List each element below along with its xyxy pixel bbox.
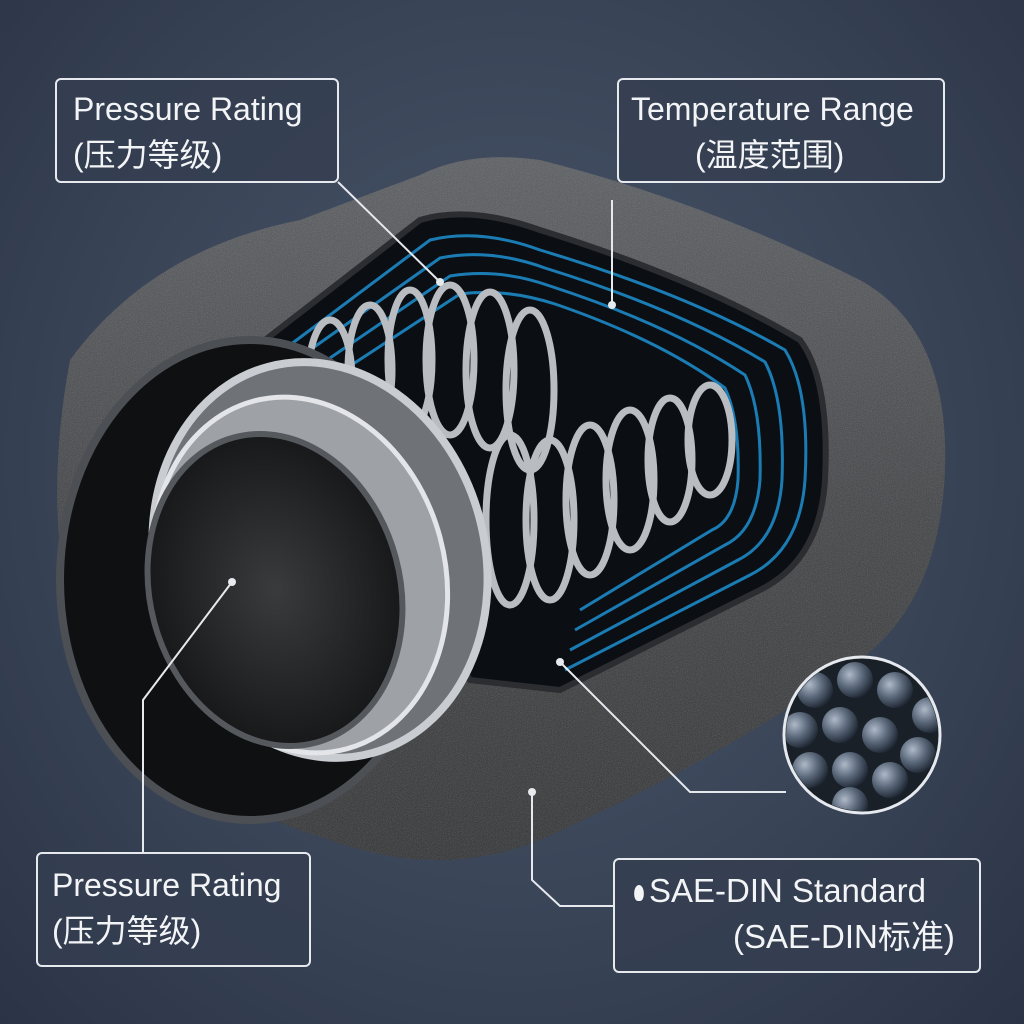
label-title: Pressure Rating <box>73 91 303 127</box>
label-subtitle: (压力等级) <box>73 137 223 173</box>
pressure-rating-label-top: Pressure Rating (压力等级) <box>55 78 339 183</box>
material-detail-circle <box>782 655 942 815</box>
metal-fitting <box>144 358 492 762</box>
label-subtitle: (SAE-DIN标准) <box>733 918 955 955</box>
reinforcement-layers <box>289 234 808 672</box>
label-subtitle: (温度范围) <box>695 137 845 173</box>
label-title: Pressure Rating <box>52 867 282 903</box>
sae-din-standard-label: SAE-DIN Standard (SAE-DIN标准) <box>613 858 981 973</box>
temperature-range-label: Temperature Range (温度范围) <box>617 78 945 183</box>
bullet-icon <box>634 885 644 901</box>
label-subtitle: (压力等级) <box>52 913 202 949</box>
pressure-rating-label-bottom: Pressure Rating (压力等级) <box>36 852 311 967</box>
label-title: SAE-DIN Standard <box>649 872 926 909</box>
label-title: Temperature Range <box>631 91 914 127</box>
leader-lines <box>142 181 786 907</box>
